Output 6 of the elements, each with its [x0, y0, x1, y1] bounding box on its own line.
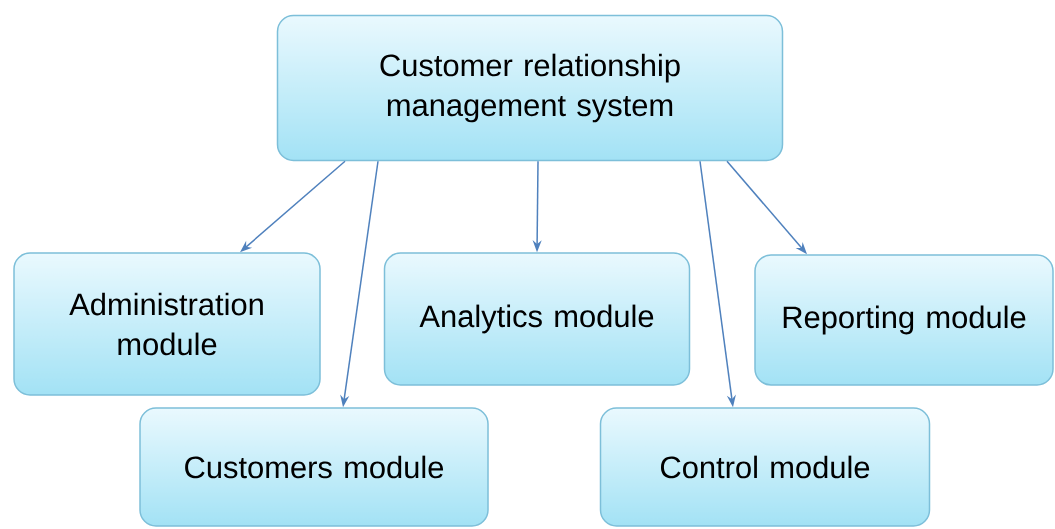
module-box: Control module: [599, 407, 931, 527]
module-box: Administration module: [13, 252, 321, 396]
module-box: Customer relationship management system: [276, 14, 784, 162]
module-box: Customers module: [139, 407, 489, 527]
module-box: Reporting module: [754, 254, 1054, 386]
module-box: Analytics module: [383, 252, 691, 386]
